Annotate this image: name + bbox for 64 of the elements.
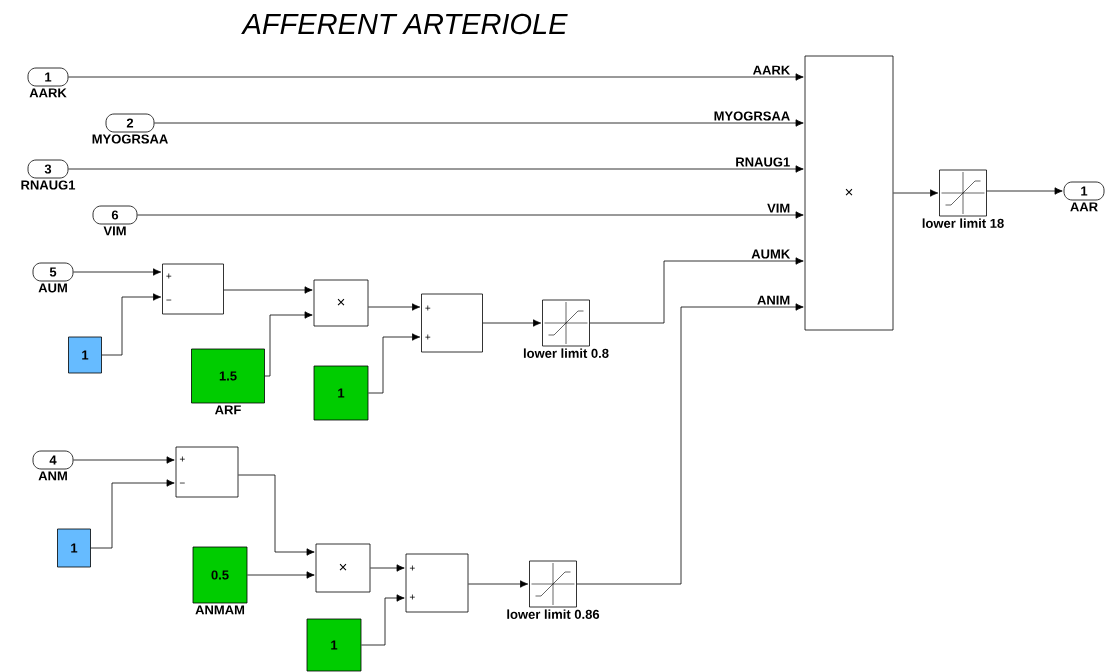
arrow <box>893 189 939 197</box>
arrow <box>68 73 804 81</box>
arrow <box>576 303 804 585</box>
sum-block: + + <box>421 293 483 353</box>
block-label: MYOGRSAA <box>92 134 168 144</box>
arrow <box>368 333 421 394</box>
block-label: RNAUG1 <box>21 180 76 190</box>
sum-block: + − <box>162 263 224 315</box>
arrow <box>247 571 315 579</box>
block-label: AARK <box>29 88 67 98</box>
inport-block: 6 <box>92 205 138 225</box>
arrow <box>101 293 162 356</box>
arrow <box>368 303 421 311</box>
block-label: ANM <box>38 471 67 481</box>
sum-block: + + <box>405 553 469 613</box>
arrow <box>370 564 405 572</box>
title: AFFERENT ARTERIOLE <box>241 13 568 35</box>
block-label: lower limit 18 <box>922 218 1004 228</box>
edge-label: AUMK <box>751 249 791 259</box>
edge-label: AARK <box>753 65 791 75</box>
block-label: VIM <box>103 226 126 236</box>
constant-block: 1 <box>313 365 369 421</box>
constant-block: 1.5 <box>191 348 265 404</box>
edge-label: RNAUG1 <box>736 157 790 167</box>
arrow <box>361 594 405 646</box>
sum-block: + − <box>175 446 239 498</box>
block-label: ARF <box>214 405 241 415</box>
inport-block: 4 <box>32 450 74 470</box>
arrow <box>986 187 1063 195</box>
outport-block: 1 <box>1063 181 1105 201</box>
arrow <box>589 257 804 324</box>
constant-block: 0.5 <box>192 546 248 604</box>
arrow <box>73 268 162 276</box>
arrow <box>264 311 313 377</box>
block-label: AAR <box>1070 202 1098 212</box>
inport-block: 3 <box>27 159 69 179</box>
block-label: ANMAM <box>195 605 245 615</box>
product-block: × <box>313 279 369 327</box>
saturation-block <box>529 560 577 608</box>
edge-label: VIM <box>767 203 790 213</box>
arrow <box>482 319 542 327</box>
arrow <box>90 479 175 549</box>
product-block: × <box>315 543 371 593</box>
block-label: lower limit 0.8 <box>523 348 609 358</box>
inport-block: 2 <box>105 113 155 133</box>
product-block: × <box>804 55 894 331</box>
constant-block: 1 <box>57 528 91 568</box>
arrow <box>223 286 313 294</box>
arrow <box>73 456 175 464</box>
saturation-block <box>939 169 987 217</box>
constant-block: 1 <box>306 618 362 672</box>
arrow <box>238 474 315 556</box>
constant-block: 1 <box>68 336 102 374</box>
saturation-block <box>542 299 590 347</box>
edge-label: MYOGRSAA <box>714 111 790 121</box>
inport-block: 1 <box>27 67 69 87</box>
block-label: lower limit 0.86 <box>507 609 600 619</box>
block-label: AUM <box>38 283 67 293</box>
edge-label: ANIM <box>757 295 790 305</box>
arrow <box>154 119 804 127</box>
arrow <box>68 165 804 173</box>
arrow <box>137 211 804 219</box>
inport-block: 5 <box>32 262 74 282</box>
arrow <box>468 580 529 588</box>
